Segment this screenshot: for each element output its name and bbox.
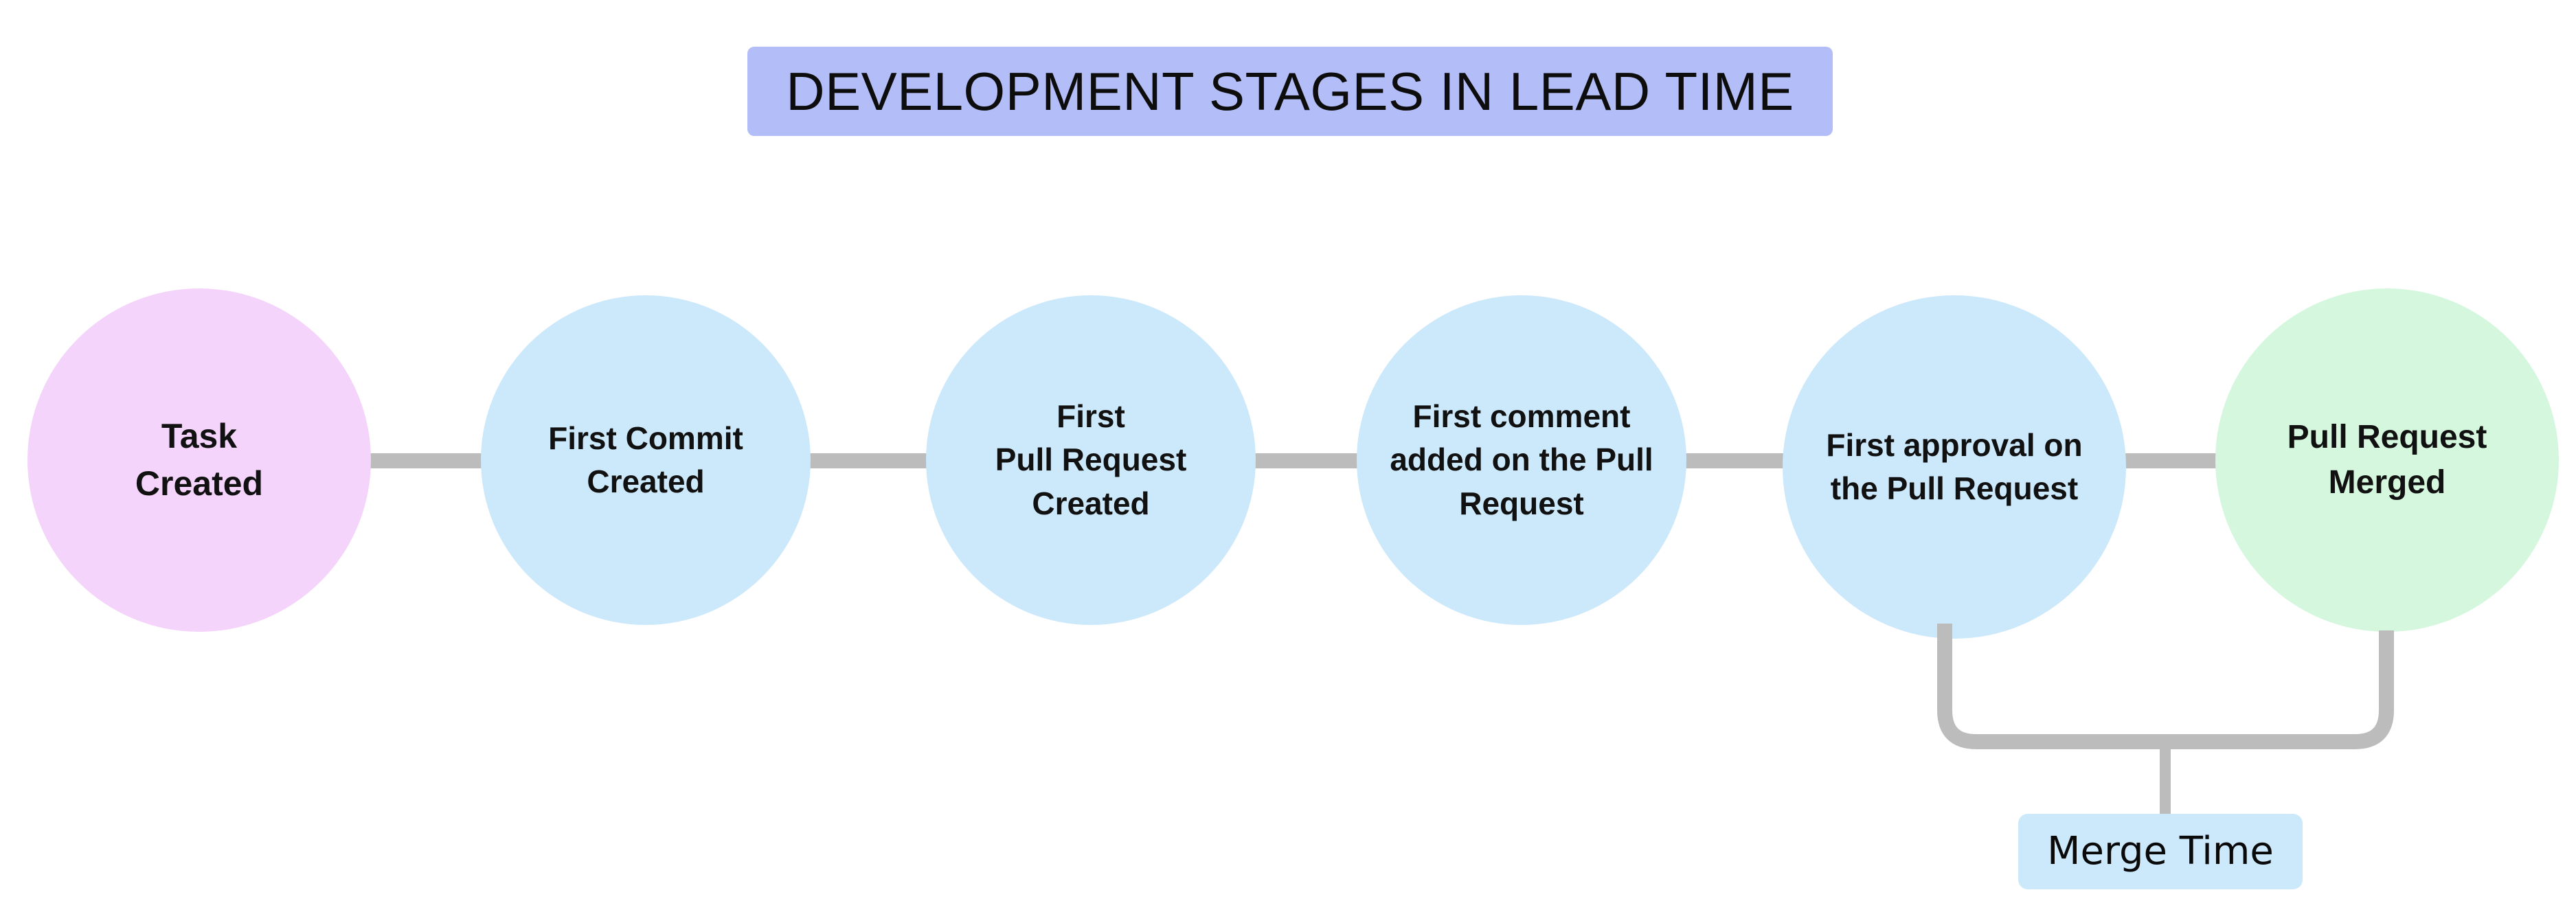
stage-label: First approval on the Pull Request [1826, 426, 2083, 506]
stage-node-first-approval[interactable]: First approval on the Pull Request [1783, 295, 2126, 639]
diagram-title-banner: DEVELOPMENT STAGES IN LEAD TIME [747, 47, 1833, 136]
connector-line-1 [364, 453, 491, 468]
stage-label: Pull Request Merged [2287, 418, 2487, 501]
page-title: DEVELOPMENT STAGES IN LEAD TIME [786, 61, 1794, 122]
connector-line-5 [2119, 453, 2222, 468]
stage-node-first-pull-request-created[interactable]: First Pull Request Created [926, 295, 1256, 625]
stage-label: First Pull Request Created [995, 398, 1187, 521]
connector-line-3 [1249, 453, 1364, 468]
connector-line-4 [1680, 453, 1789, 468]
stage-node-task-created[interactable]: Task Created [27, 288, 371, 632]
stage-node-pull-request-merged[interactable]: Pull Request Merged [2215, 288, 2559, 632]
stage-node-first-commit-created[interactable]: First Commit Created [481, 295, 811, 625]
stage-label: First Commit Created [548, 420, 743, 499]
stage-node-first-comment-added[interactable]: First comment added on the Pull Request [1357, 295, 1686, 625]
connector-line-2 [804, 453, 934, 468]
merge-time-label-box[interactable]: Merge Time [2018, 814, 2303, 889]
stage-label: First comment added on the Pull Request [1390, 398, 1653, 521]
merge-time-label: Merge Time [2047, 829, 2274, 874]
stage-label: Task Created [135, 417, 264, 503]
